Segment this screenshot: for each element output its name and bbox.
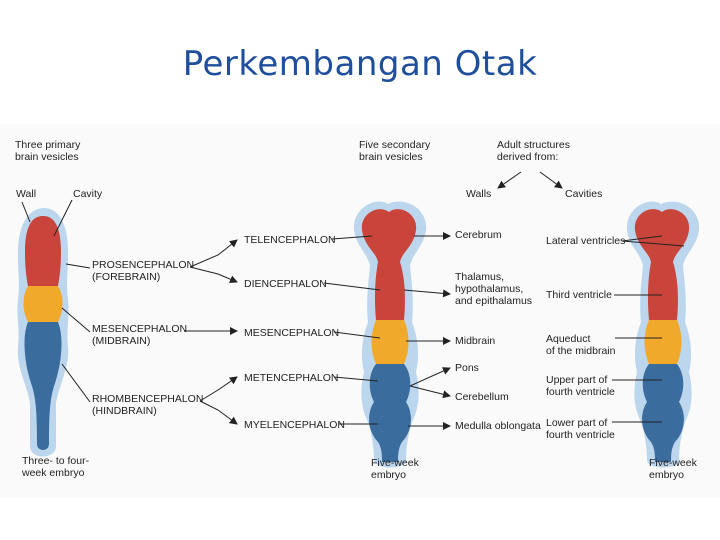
pointer-rhombencephalon [61,363,91,403]
label-cavity: Cavity [73,188,103,200]
header-walls: Walls [466,188,491,200]
cavity-structure-1: Third ventricle [546,289,612,301]
middle-diencephalon [374,262,405,320]
pointer-prosencephalon [65,263,91,269]
primary-vesicle-1: MESENCEPHALON(MIDBRAIN) [92,323,187,347]
right-fourth-ventricle [642,364,684,462]
middle-mesencephalon [371,320,409,364]
arrow-to-walls [497,171,522,189]
right-forebrain-cavity [634,209,690,320]
arrow-to-cavities [539,171,563,189]
arrow-pros-die [189,266,238,283]
figure-background [0,124,720,497]
link-mes [333,331,381,339]
wall-structure-1: Thalamus,hypothalamus,and epithalamus [455,271,532,307]
secondary-vesicle-2: MESENCEPHALON [244,327,339,339]
secondary-vesicle-0: TELENCEPHALON [244,234,336,246]
pointer-lateral-2 [621,235,663,242]
pointer-mesencephalon [61,307,91,333]
cavity-structure-0: Lateral ventricles [546,235,625,247]
label-wall: Wall [16,188,36,200]
middle-myelencephalon [369,402,411,462]
middle-metencephalon [369,364,411,402]
primary-vesicle-2: RHOMBENCEPHALON(HINDBRAIN) [92,393,203,417]
left-midbrain-vesicle [23,286,63,322]
connector-lines [21,171,685,430]
left-hindbrain-vesicle [24,322,62,450]
link-met [333,376,379,382]
left-forebrain-vesicle [25,216,61,286]
link-tel [331,235,373,240]
slide-title: Perkembangan Otak [182,44,538,84]
pointer-lateral-1 [621,240,685,247]
arrow-rhomb-met [199,376,238,402]
primary-vesicle-0: PROSENCEPHALON(FOREBRAIN) [92,259,194,283]
secondary-vesicle-4: MYELENCEPHALON [244,419,345,431]
pointer-wall [21,201,31,223]
link-die [323,282,381,291]
middle-telencephalon [361,209,417,262]
left-embryo [17,208,69,457]
wall-structure-3: Pons [455,362,479,374]
right-aqueduct [644,320,682,364]
header-cavities: Cavities [565,188,602,200]
wall-structure-0: Cerebrum [455,229,502,241]
wall-structure-2: Midbrain [455,335,495,347]
arrow-cerebellum [409,385,451,399]
caption-left-embryo: Three- to four-week embryo [21,455,90,479]
arrow-thalamus [403,289,451,298]
arrow-rhomb-mye [199,400,238,425]
wall-structure-4: Cerebellum [455,391,509,403]
pointer-cavity [53,199,73,237]
wall-structure-5: Medulla oblongata [455,420,541,432]
middle-embryo [353,201,427,468]
secondary-vesicle-1: DIENCEPHALON [244,278,327,290]
arrow-pros-tel [189,239,238,268]
right-embryo [626,201,700,468]
arrow-pons [409,367,451,387]
secondary-vesicle-3: METENCEPHALON [244,372,339,384]
